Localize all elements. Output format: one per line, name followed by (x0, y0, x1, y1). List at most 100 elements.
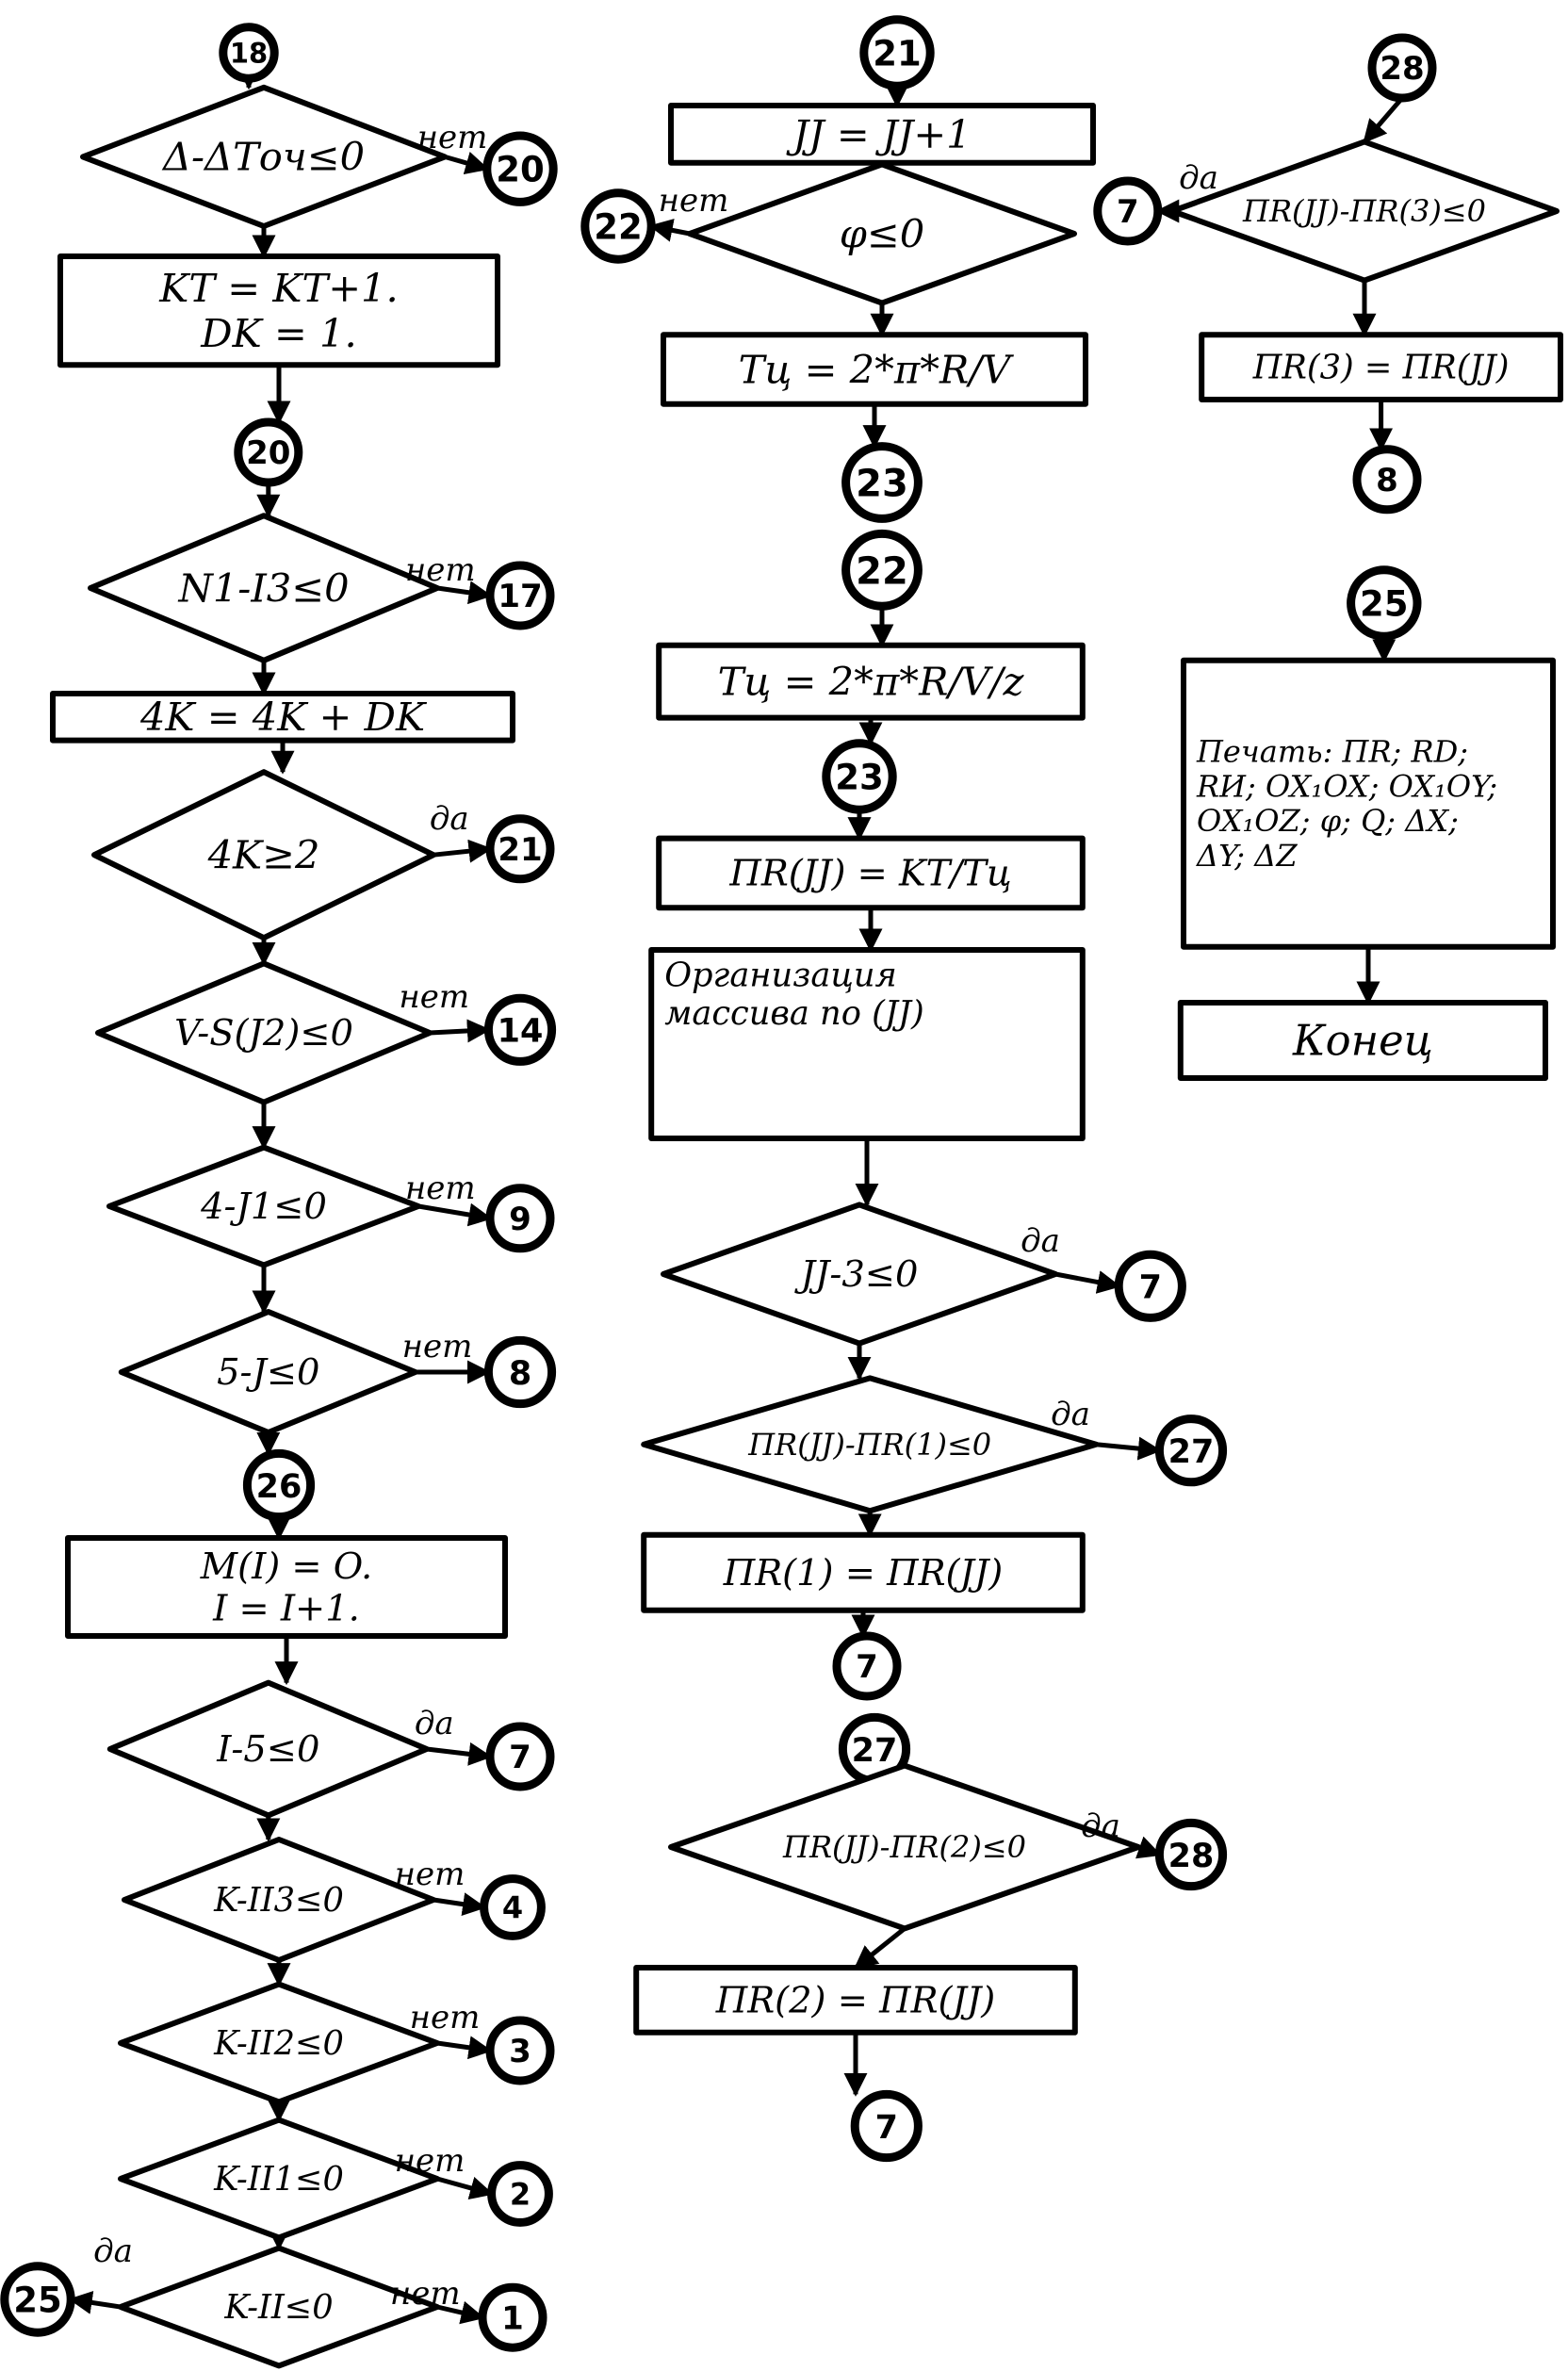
process-text-line: Tц = 2*π*R/V (739, 346, 1015, 392)
connector-label: 20 (496, 150, 545, 190)
connector-label: 7 (856, 1648, 878, 1686)
process-node: 4K = 4K + DK (50, 691, 515, 744)
decision-node: V-S(J2)≤0 (95, 960, 433, 1105)
decision-condition: K-II1≤0 (213, 2160, 344, 2199)
connector-circle (1114, 1250, 1186, 1322)
decision-diamond (95, 960, 433, 1105)
edge-label-no: нет (395, 1856, 466, 1893)
decision-diamond (687, 161, 1077, 306)
decision-condition: φ≤0 (840, 210, 924, 256)
connector-node: 17 (485, 561, 555, 630)
edge-label-no: нет (402, 1328, 473, 1365)
decision-node: 4-J1≤0 (106, 1144, 421, 1268)
process-box (65, 1535, 508, 1639)
process-node: Печать: ПR; RD;RИ; OX₁OX; OX₁OY;OX₁OZ; φ… (1181, 657, 1556, 950)
process-text-line: Tц = 2*π*R/V/z (718, 659, 1025, 705)
edge-d11-c1 (436, 2300, 485, 2325)
connector-label: 8 (1376, 462, 1398, 499)
process-box (1199, 332, 1563, 403)
decision-diamond (106, 1144, 421, 1268)
decision-node: ПR(JJ)-ПR(3)≤0 (1169, 139, 1560, 284)
edge-d5-c9 (417, 1202, 493, 1227)
connector-node: 2 (487, 2161, 553, 2227)
decision-condition: ПR(JJ)-ПR(1)≤0 (747, 1427, 991, 1463)
edge-c28b-d16 (1363, 96, 1404, 144)
decision-node: ПR(JJ)-ПR(2)≤0 (668, 1762, 1141, 1932)
edge-d9-c3 (436, 2036, 493, 2060)
edge-d1-c20a (444, 151, 490, 175)
process-node: M(I) = O.I = I+1. (65, 1535, 508, 1639)
connector-label: 23 (835, 757, 884, 797)
decision-node: I-5≤0 (106, 1679, 430, 1819)
connector-label: 7 (875, 2109, 898, 2147)
process-text-line: ПR(JJ) = KT/Tц (728, 853, 1011, 895)
edge-label-no: нет (399, 978, 469, 1016)
connector-label: 22 (594, 206, 643, 247)
process-text-line: KT = KT+1. (158, 265, 398, 311)
connector-circle (1154, 1818, 1228, 1891)
connector-label: 2 (510, 2177, 531, 2213)
connector-node: 7 (832, 1631, 902, 1701)
connector-node: 7 (1114, 1250, 1186, 1322)
decision-condition: ПR(JJ)-ПR(2)≤0 (782, 1829, 1026, 1865)
decision-condition: 4K≥2 (207, 832, 320, 878)
decision-diamond (91, 769, 436, 941)
process-box (57, 253, 500, 368)
connector-node: 1 (478, 2282, 547, 2352)
edge-label-yes: да (415, 1705, 454, 1742)
decision-node: N1-I3≤0 (88, 513, 440, 663)
decision-node: Δ-ΔТоч≤0 (80, 84, 448, 229)
terminal-box (1177, 1000, 1549, 1081)
connector-label: 22 (856, 549, 908, 593)
connector-label: 27 (852, 1732, 898, 1770)
decision-node: K-II3≤0 (122, 1837, 436, 1963)
decision-diamond (80, 84, 448, 229)
connector-circle (485, 1722, 555, 1791)
process-box (633, 1965, 1078, 2036)
edge-d2-c17 (436, 580, 493, 605)
process-box (50, 691, 515, 744)
decision-condition: I-5≤0 (216, 1728, 319, 1771)
process-text-line: Организация (664, 956, 897, 994)
connector-circle (850, 2089, 923, 2163)
connector-label: 23 (856, 463, 908, 506)
connector-node: 8 (1352, 445, 1422, 515)
connector-label: 21 (873, 33, 922, 74)
connector-circle (1347, 565, 1422, 641)
connector-circle (580, 188, 656, 264)
connector-circle (480, 1874, 546, 1940)
connector-label: 17 (498, 578, 542, 615)
edge-label-no: нет (410, 1999, 481, 2036)
connector-node: 23 (841, 442, 923, 523)
connector-node: 4 (480, 1874, 546, 1940)
connector-circle (1352, 445, 1422, 515)
process-text-line: RИ; OX₁OX; OX₁OY; (1196, 768, 1497, 804)
process-node: ПR(3) = ПR(JJ) (1199, 332, 1563, 403)
decision-condition: Δ-ΔТоч≤0 (161, 134, 365, 180)
decision-condition: ПR(JJ)-ПR(3)≤0 (1242, 193, 1486, 229)
connector-circle (487, 2161, 553, 2227)
connector-label: 7 (509, 1739, 531, 1776)
decision-diamond (122, 1837, 436, 1963)
connector-circle (1154, 1414, 1228, 1487)
decision-diamond (661, 1202, 1058, 1347)
decision-diamond (118, 1309, 418, 1435)
connector-circle (485, 814, 555, 884)
connector-label: 20 (246, 434, 290, 472)
edge-d8-c4 (433, 1892, 487, 1917)
edge-d10-c2 (436, 2176, 495, 2200)
process-node: ПR(1) = ПR(JJ) (641, 1531, 1086, 1613)
process-node: JJ = JJ+1 (668, 103, 1096, 166)
edge-label-no: нет (395, 2142, 466, 2180)
decision-condition: K-II3≤0 (213, 1881, 344, 1920)
connector-label: 28 (1380, 50, 1424, 88)
decision-node: K-II2≤0 (118, 1981, 440, 2105)
process-text-line: DK = 1. (200, 310, 356, 356)
connector-circle (483, 1335, 557, 1409)
decision-condition: 5-J≤0 (217, 1351, 319, 1394)
process-text-line: OX₁OZ; φ; Q; ΔX; (1197, 803, 1459, 839)
edge-d12-c22a (648, 219, 691, 242)
decision-node: φ≤0 (687, 161, 1077, 306)
